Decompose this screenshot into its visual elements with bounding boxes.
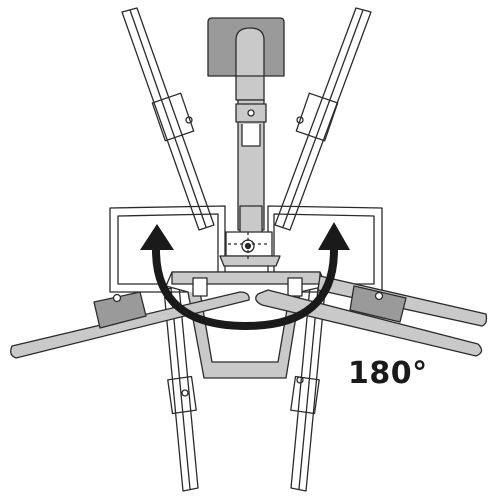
rotation-angle-label: 180° (348, 356, 428, 391)
rotation-arrow-icon (140, 222, 350, 331)
ghost-rail-upper-left (121, 7, 215, 231)
sliding-rail-arm-left (10, 291, 250, 359)
ghost-rail-upper-right (274, 7, 372, 231)
monitor-mount-arm (207, 17, 285, 267)
